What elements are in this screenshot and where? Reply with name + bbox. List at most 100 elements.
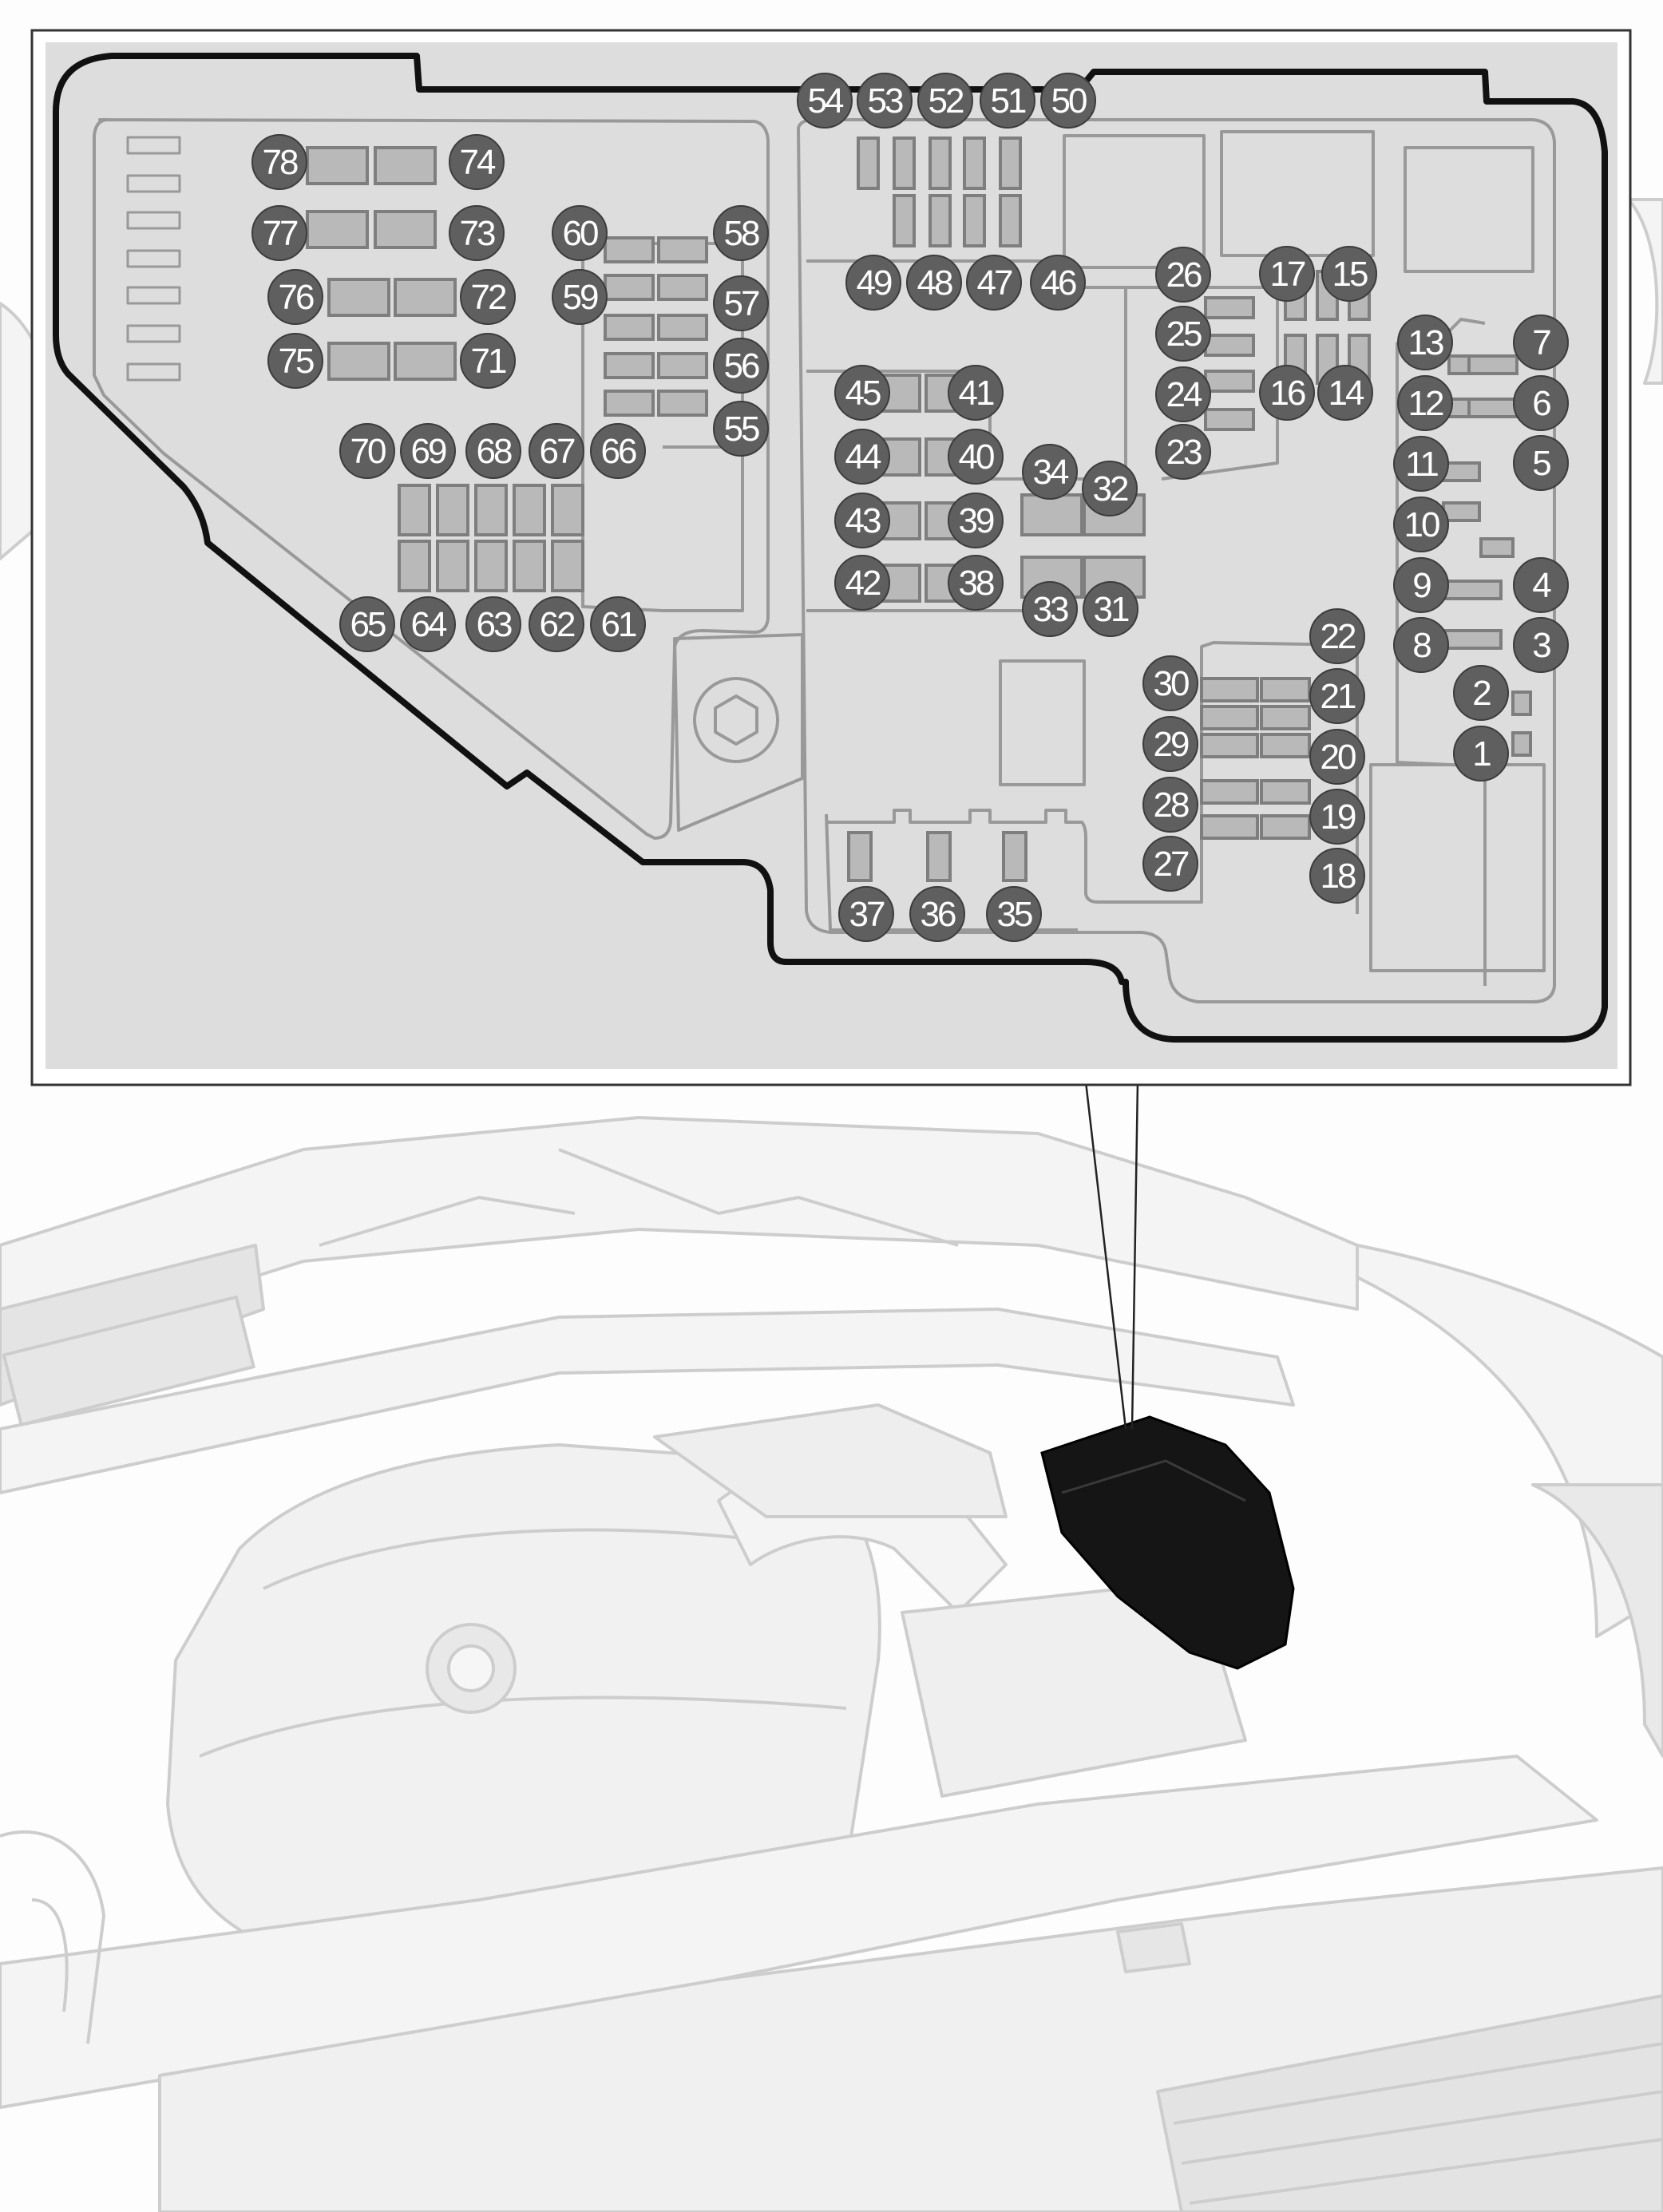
fuse-number-label: 58: [724, 214, 759, 253]
fuse-number-label: 20: [1321, 738, 1356, 777]
badge-circle: [1142, 716, 1198, 772]
fuse-number-badge: 64: [400, 596, 456, 652]
fuse-number-label: 70: [350, 432, 386, 471]
mini-relay-2: [126, 174, 181, 193]
fuse-number-badge: 13: [1397, 315, 1453, 370]
badge-circle: [1030, 255, 1086, 311]
fuse-number-label: 24: [1166, 375, 1202, 414]
fuse-number-badge: 33: [1022, 581, 1078, 637]
mini-relay-5: [126, 286, 181, 305]
engine-cover-ridge: [263, 1528, 767, 1590]
fuse-slot: [1200, 779, 1259, 805]
fuse-number-badge: 42: [834, 555, 890, 611]
mini-relay-3: [126, 211, 181, 230]
fuse-number-badge: 58: [713, 205, 769, 261]
badge-circle: [1142, 836, 1198, 892]
fuse-number-badge: 2: [1453, 665, 1509, 721]
fuse-box-cover-edge: [1061, 1459, 1246, 1502]
fuse-number-badge: 49: [845, 255, 901, 311]
fuse-number-badge: 11: [1393, 436, 1449, 492]
hood-latch: [1116, 1922, 1191, 1973]
fuse-slot: [513, 484, 546, 536]
fuse-number-badge: 62: [529, 596, 584, 652]
badge-circle: [1022, 581, 1078, 637]
fuse-slot: [1260, 705, 1311, 730]
fuse-number-badge: 32: [1082, 461, 1138, 516]
cowl-grille: [2, 1295, 255, 1427]
fuse-number-badge: 34: [1022, 444, 1078, 500]
fuse-number-badge: 50: [1040, 73, 1096, 129]
fuse-slot: [657, 314, 708, 341]
fuse-slot: [327, 278, 390, 317]
fuse-number-label: 4: [1532, 566, 1551, 605]
fuse-number-badge: 9: [1393, 557, 1449, 613]
fuse-number-label: 75: [279, 342, 314, 381]
fuse-number-label: 38: [959, 564, 994, 603]
badge-circle: [267, 333, 323, 389]
fuse-number-label: 35: [997, 895, 1032, 934]
fuse-number-badge: 65: [339, 596, 395, 652]
fuse-number-badge: 22: [1309, 608, 1365, 664]
fuse-slot: [551, 540, 584, 592]
badge-circle: [986, 886, 1042, 942]
fuse-number-label: 56: [724, 346, 759, 386]
fuse-number-badge: 23: [1155, 424, 1211, 480]
badge-circle: [1393, 557, 1449, 613]
fuse-slot: [657, 352, 708, 379]
fuse-number-label: 33: [1033, 590, 1068, 629]
fuse-number-badge: 28: [1142, 777, 1198, 833]
fuse-number-label: 41: [959, 374, 994, 413]
fuse-slot: [374, 146, 437, 185]
fuse-slot: [893, 137, 916, 190]
badge-circle: [590, 423, 646, 479]
engine-bay-illustration: [0, 198, 1663, 2212]
fuse-slot: [1260, 677, 1311, 702]
badge-circle: [339, 596, 395, 652]
fuse-number-label: 48: [917, 263, 952, 303]
mini-relay-4: [126, 249, 181, 268]
fuse-number-badge: 45: [834, 365, 890, 421]
badge-circle: [1453, 665, 1509, 721]
fuse-slot: [999, 137, 1022, 190]
fuse-number-label: 40: [959, 437, 994, 477]
fuse-number-label: 42: [845, 564, 881, 603]
badge-circle: [906, 255, 962, 311]
fuse-number-label: 31: [1094, 590, 1129, 629]
badge-circle: [1321, 246, 1377, 302]
fuse-number-badge: 35: [986, 886, 1042, 942]
fuse-number-label: 13: [1408, 323, 1443, 362]
fuse-number-label: 19: [1321, 797, 1356, 837]
fuse-slot: [929, 194, 952, 247]
fuse-number-badge: 7: [1513, 315, 1569, 370]
relay-mid-1: [999, 659, 1086, 786]
grille-slat-3: [1189, 2138, 1663, 2205]
fuse-number-label: 53: [868, 81, 903, 121]
fuse-number-badge: 71: [460, 333, 516, 389]
fuse-number-label: 74: [460, 143, 496, 182]
badge-circle: [267, 269, 323, 325]
fuse-slot: [1200, 677, 1259, 702]
fuse-number-label: 61: [601, 605, 636, 644]
fuse-number-label: 7: [1532, 323, 1550, 362]
fuse-number-label: 21: [1321, 677, 1356, 716]
fuse-number-label: 18: [1321, 857, 1356, 896]
fuse-slot: [929, 137, 952, 190]
fuse-number-label: 47: [977, 263, 1012, 303]
badge-circle: [251, 205, 307, 261]
fuse-number-label: 39: [959, 501, 994, 540]
badge-circle: [1309, 848, 1365, 904]
fuse-number-badge: 18: [1309, 848, 1365, 904]
fuse-slot: [1442, 501, 1481, 522]
badge-circle: [552, 205, 608, 261]
fuse-slot: [847, 831, 873, 882]
mounting-bolt-hex: [714, 694, 758, 746]
callout-line-right: [1130, 1081, 1139, 1430]
fuse-number-badge: 74: [449, 134, 505, 190]
fuse-number-label: 63: [477, 605, 512, 644]
fuse-slot: [604, 390, 655, 417]
bolt-recess: [673, 633, 804, 832]
badge-circle: [1155, 247, 1211, 303]
fuse-number-badge: 5: [1513, 435, 1569, 491]
fuse-number-badge: 59: [552, 269, 608, 325]
badge-circle: [460, 333, 516, 389]
